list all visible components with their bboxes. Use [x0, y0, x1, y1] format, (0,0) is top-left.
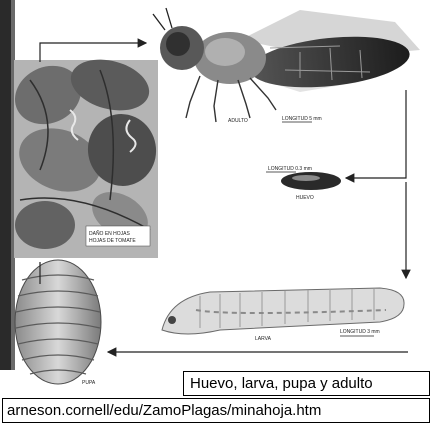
egg-illustration: LONGITUD 0.3 mm HUEVO	[266, 166, 341, 201]
source-url: arneson.cornell/edu/ZamoPlagas/minahoja.…	[2, 398, 430, 423]
pupa-label: PUPA	[82, 380, 96, 386]
egg-label: HUEVO	[296, 195, 314, 201]
leaf-damage-illustration: DAÑO EN HOJAS HOJAS DE TOMATE	[5, 51, 161, 258]
scan-edge	[0, 0, 11, 370]
adult-scale-label: LONGITUD 5 mm	[282, 116, 322, 122]
damage-label-line2: HOJAS DE TOMATE	[89, 238, 136, 244]
arrow-leaf-to-adult	[40, 43, 146, 62]
egg-scale-label: LONGITUD 0.3 mm	[268, 166, 312, 172]
arrow-adult-to-egg	[346, 90, 406, 178]
adult-fly-illustration: ADULTO LONGITUD 5 mm	[153, 8, 420, 124]
larva-label: LARVA	[255, 336, 272, 342]
pupa-illustration: PUPA	[15, 260, 101, 386]
adult-label: ADULTO	[228, 118, 248, 124]
figure-caption: Huevo, larva, pupa y adulto	[183, 371, 430, 396]
larva-scale-label: LONGITUD 3 mm	[340, 329, 380, 335]
damage-label-line1: DAÑO EN HOJAS	[89, 230, 131, 237]
larva-illustration: LARVA LONGITUD 3 mm	[162, 288, 404, 342]
